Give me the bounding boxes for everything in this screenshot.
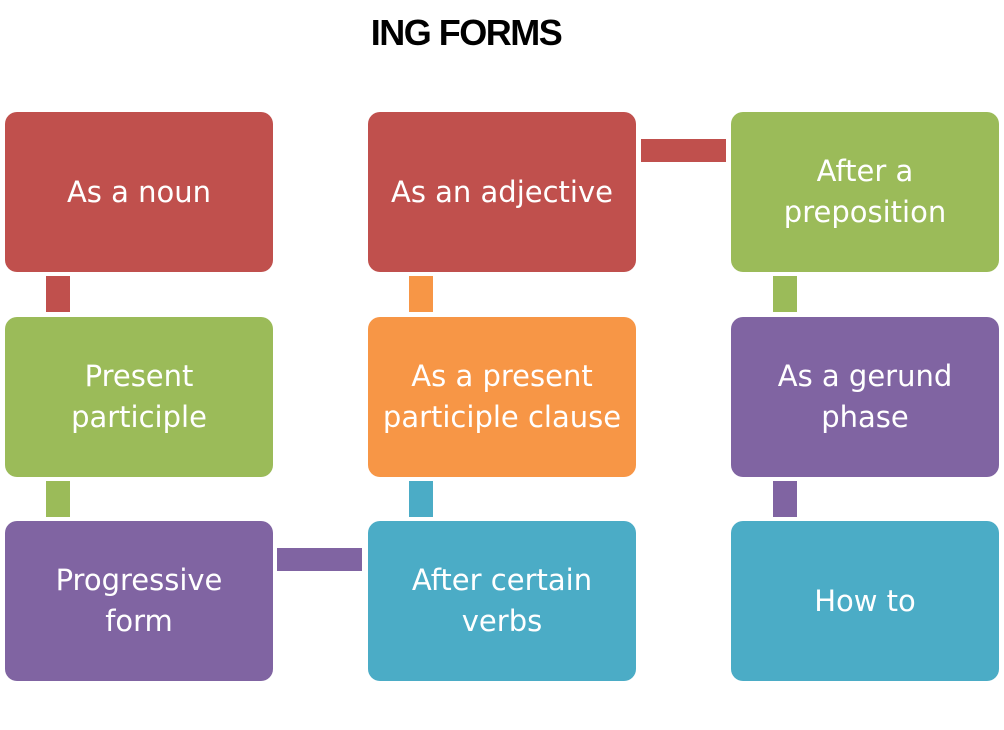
connector-adjective-to-after-a-preposition	[641, 139, 726, 162]
box-present-participle: Present participle	[5, 317, 273, 477]
connector-adjective-to-participle-clause	[409, 276, 433, 312]
box-how-to-label: How to	[814, 583, 916, 618]
box-present-participle-label: Present participle	[71, 359, 207, 434]
box-after-a-preposition-label: After a preposition	[783, 154, 947, 229]
connector-preposition-to-gerund-phase	[773, 276, 797, 312]
connector-noun-to-present-participle	[46, 276, 70, 312]
box-as-a-gerund-phase: As a gerund phase	[731, 317, 999, 477]
box-as-a-present-participle-clause-label: As a present participle clause	[382, 359, 622, 434]
box-as-a-noun-label: As a noun	[66, 174, 212, 209]
box-how-to: How to	[731, 521, 999, 681]
connector-gerund-phase-to-how-to	[773, 481, 797, 517]
box-as-a-gerund-phase-label: As a gerund phase	[777, 359, 953, 434]
diagram-title: ING FORMS	[370, 12, 563, 53]
box-after-a-preposition: After a preposition	[731, 112, 999, 272]
connector-present-participle-to-progressive	[46, 481, 70, 517]
connector-participle-clause-to-after-certain-verbs	[409, 481, 433, 517]
box-after-certain-verbs-label: After certain verbs	[411, 563, 593, 638]
box-progressive-form: Progressive form	[5, 521, 273, 681]
connector-progressive-to-after-certain-verbs	[277, 548, 362, 571]
box-as-a-present-participle-clause: As a present participle clause	[368, 317, 636, 477]
box-as-a-noun: As a noun	[5, 112, 273, 272]
box-after-certain-verbs: After certain verbs	[368, 521, 636, 681]
box-as-an-adjective-label: As an adjective	[391, 174, 613, 209]
box-progressive-form-label: Progressive form	[55, 563, 223, 638]
box-as-an-adjective: As an adjective	[368, 112, 636, 272]
